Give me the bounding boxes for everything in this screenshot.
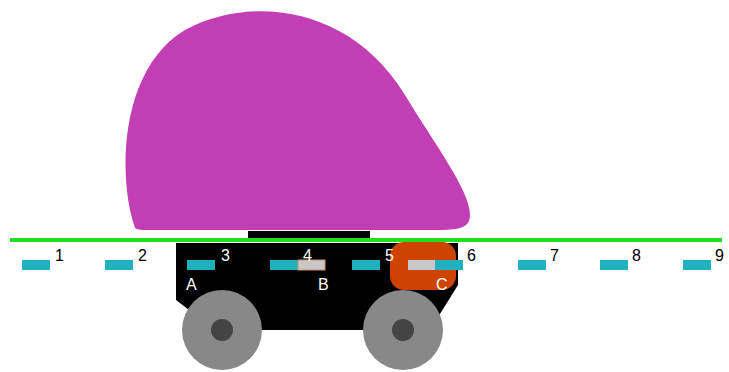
sensor-label: B [318,277,329,293]
callout-number: 2 [138,248,147,264]
callout-number: 4 [303,248,312,264]
callout-number: 9 [715,248,724,264]
callout-number: 3 [221,248,230,264]
track-markers [22,260,711,270]
load-blob [126,11,470,230]
callout-number: 7 [550,248,559,264]
callout-number: 8 [632,248,641,264]
wheel [363,290,443,370]
green-rail [10,238,722,242]
callout-number: 6 [467,248,476,264]
callout-number: 5 [385,248,394,264]
callout-number: 1 [55,248,64,264]
sensor-label: A [186,277,197,293]
wheel [182,290,262,370]
sensor-c [408,260,435,270]
sensor-label: C [436,277,448,293]
